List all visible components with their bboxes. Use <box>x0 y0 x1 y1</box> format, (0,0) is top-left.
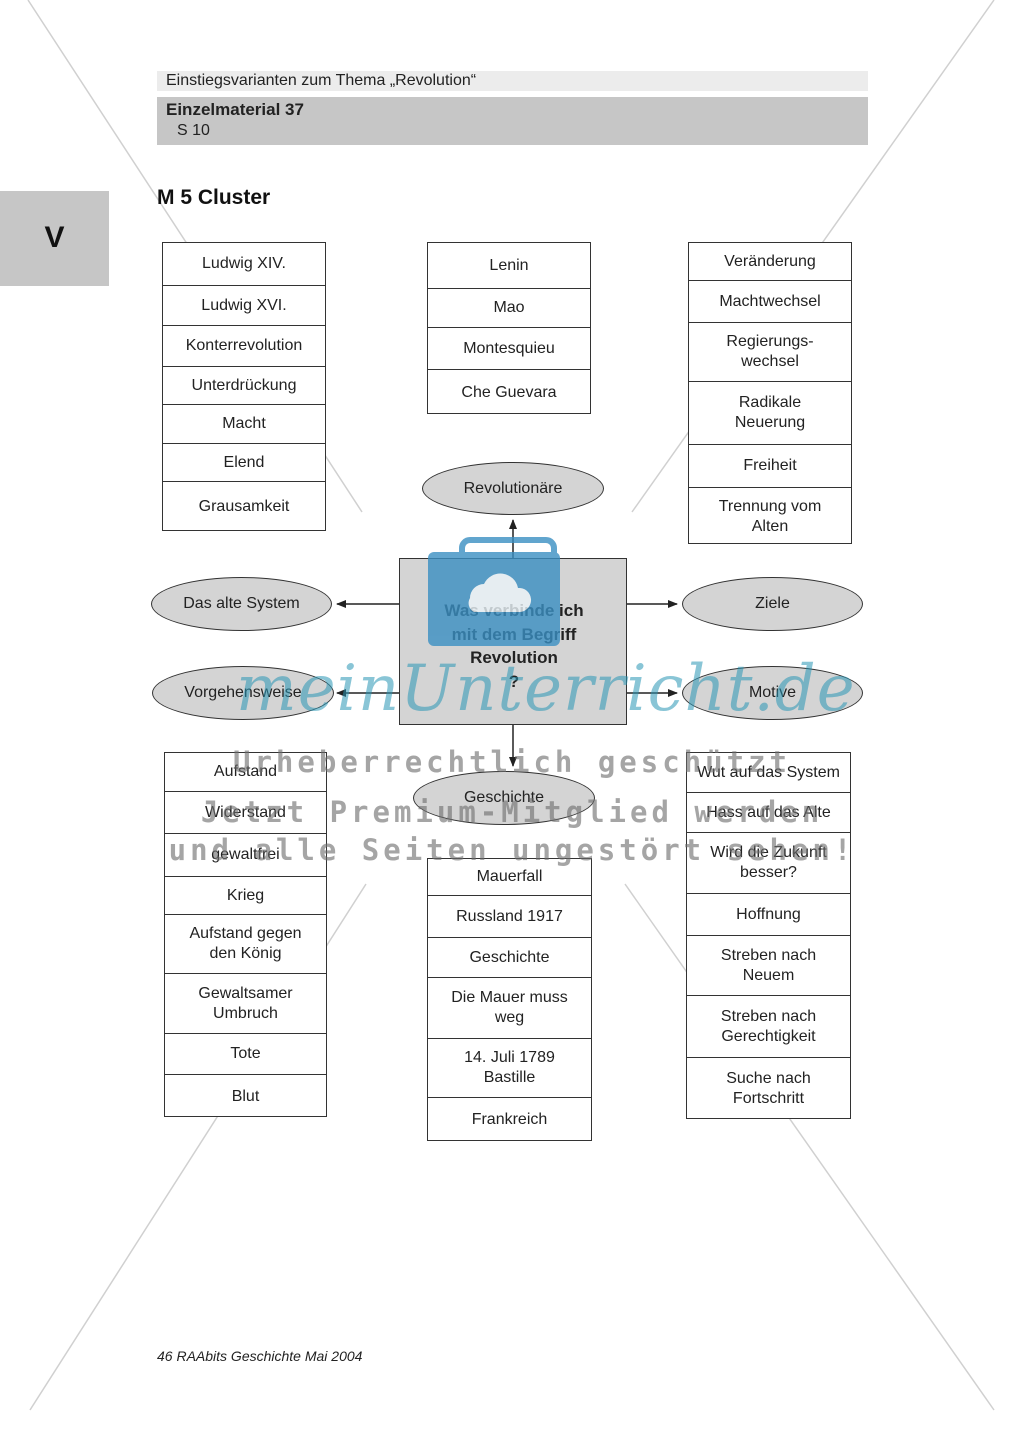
list-item: gewaltfrei <box>165 834 326 877</box>
list-item: Unterdrückung <box>163 367 325 405</box>
list-item: Wird die Zukunft besser? <box>687 833 850 894</box>
page-title: M 5 Cluster <box>157 186 271 209</box>
list-ziele: Veränderung Machtwechsel Regierungs- wec… <box>688 242 852 544</box>
footer: 46 RAAbits Geschichte Mai 2004 <box>157 1348 363 1364</box>
watermark-line-2: Jetzt Premium-Mitglied werden <box>200 795 824 829</box>
list-item: Che Guevara <box>461 383 557 401</box>
list-item: Streben nach Neuem <box>687 936 850 996</box>
list-item: Ludwig XVI. <box>163 286 325 326</box>
list-item: Konterrevolution <box>163 326 325 367</box>
list-motive: Wut auf das System Hass auf das Alte Wir… <box>686 752 851 1119</box>
list-item: Machtwechsel <box>689 281 851 323</box>
list-item: Regierungs- wechsel <box>689 323 851 382</box>
list-item: Suche nach Fortschritt <box>726 1070 811 1107</box>
list-item: Widerstand <box>165 792 326 834</box>
oval-geschichte: Geschichte <box>413 771 595 825</box>
list-item: Veränderung <box>689 243 851 281</box>
list-item: Hoffnung <box>687 894 850 936</box>
list-item: Montesquieu <box>428 328 590 370</box>
watermark-line-3: und alle Seiten ungestört sehen! <box>168 833 856 867</box>
watermark-logo: meinUnterricht.de <box>236 652 856 726</box>
oval-das-alte-system: Das alte System <box>151 577 332 631</box>
list-item: Frankreich <box>471 1111 548 1128</box>
side-tab: V <box>0 191 109 286</box>
list-item: Tote <box>165 1034 326 1075</box>
list-item: Macht <box>163 405 325 444</box>
list-item: Krieg <box>165 877 326 915</box>
header-subtitle: Einstiegsvarianten zum Thema „Revolution… <box>166 72 477 89</box>
list-geschichte: Mauerfall Russland 1917 Geschichte Die M… <box>427 858 592 1141</box>
list-item: 14. Juli 1789 Bastille <box>428 1039 591 1098</box>
list-revolutionaere: Lenin Mao Montesquieu Che Guevara <box>427 242 591 414</box>
list-item: Die Mauer muss weg <box>428 978 591 1039</box>
header-page: S 10 <box>177 122 210 139</box>
list-item: Radikale Neuerung <box>689 382 851 445</box>
list-item: Blut <box>231 1087 260 1105</box>
oval-vorgehensweise: Vorgehensweise <box>152 666 334 720</box>
list-item: Grausamkeit <box>198 498 290 515</box>
list-item: Freiheit <box>689 445 851 488</box>
list-item: Lenin <box>428 243 590 289</box>
list-vorgehensweise: Aufstand Widerstand gewaltfrei Krieg Auf… <box>164 752 327 1117</box>
list-item: Streben nach Gerechtigkeit <box>687 996 850 1058</box>
header-material-bar: Einzelmaterial 37 S 10 <box>157 97 868 145</box>
list-item: Hass auf das Alte <box>687 793 850 833</box>
list-item: Wut auf das System <box>687 753 850 793</box>
list-item: Ludwig XIV. <box>163 243 325 286</box>
header-subtitle-bar: Einstiegsvarianten zum Thema „Revolution… <box>157 71 868 91</box>
list-item: Mauerfall <box>428 859 591 896</box>
list-item: Trennung vom Alten <box>718 497 822 535</box>
header-material: Einzelmaterial 37 <box>166 100 304 119</box>
list-item: Russland 1917 <box>428 896 591 938</box>
list-item: Elend <box>163 444 325 482</box>
watermark-line-1: Urheberrechtlich geschützt <box>233 745 791 779</box>
list-item: Geschichte <box>428 938 591 978</box>
list-item: Aufstand <box>165 753 326 792</box>
list-item: Mao <box>428 289 590 328</box>
oval-ziele: Ziele <box>682 577 863 631</box>
oval-motive: Motive <box>682 666 863 720</box>
list-item: Gewaltsamer Umbruch <box>165 974 326 1034</box>
list-das-alte-system: Ludwig XIV. Ludwig XVI. Konterrevolution… <box>162 242 326 531</box>
list-item: Aufstand gegen den König <box>165 915 326 974</box>
oval-revolutionaere: Revolutionäre <box>422 462 604 515</box>
side-tab-label: V <box>44 221 65 254</box>
